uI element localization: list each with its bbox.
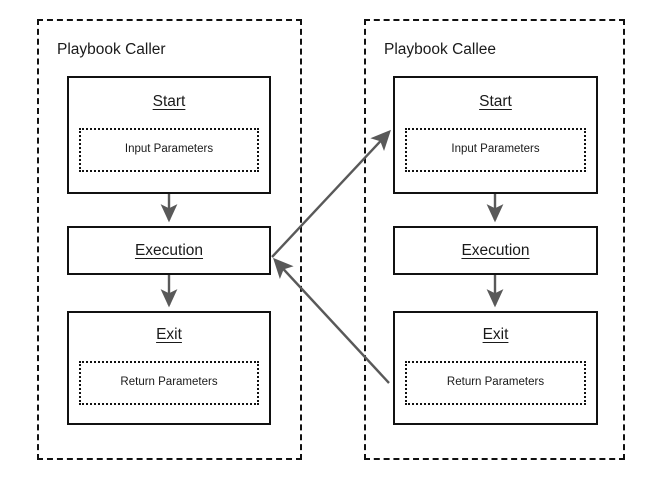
- node-callee-start[interactable]: [393, 76, 598, 194]
- node-callee-exit[interactable]: [393, 311, 598, 425]
- subbox-caller-exit-return-parameters: Return Parameters: [79, 361, 259, 405]
- panel-callee-title: Playbook Callee: [384, 41, 497, 58]
- node-callee-execution-title: Execution: [461, 242, 530, 259]
- subbox-callee-exit-label: Return Parameters: [446, 376, 545, 389]
- node-callee-exit-title: Exit: [482, 326, 509, 343]
- node-caller-exit[interactable]: [67, 311, 271, 425]
- node-caller-execution[interactable]: [67, 226, 271, 275]
- subbox-caller-exit-label: Return Parameters: [120, 376, 218, 389]
- subbox-callee-start-input-parameters: Input Parameters: [405, 128, 586, 172]
- subbox-caller-start-input-parameters: Input Parameters: [79, 128, 259, 172]
- node-callee-execution[interactable]: [393, 226, 598, 275]
- panel-caller-title: Playbook Caller: [57, 41, 166, 58]
- node-caller-start[interactable]: [67, 76, 271, 194]
- subbox-caller-start-label: Input Parameters: [124, 143, 214, 156]
- subbox-callee-exit-return-parameters: Return Parameters: [405, 361, 586, 405]
- node-caller-execution-title: Execution: [134, 242, 204, 259]
- node-caller-exit-title: Exit: [156, 326, 182, 343]
- node-caller-start-title: Start: [152, 93, 186, 110]
- node-callee-start-title: Start: [479, 93, 512, 110]
- subbox-callee-start-label: Input Parameters: [451, 143, 540, 156]
